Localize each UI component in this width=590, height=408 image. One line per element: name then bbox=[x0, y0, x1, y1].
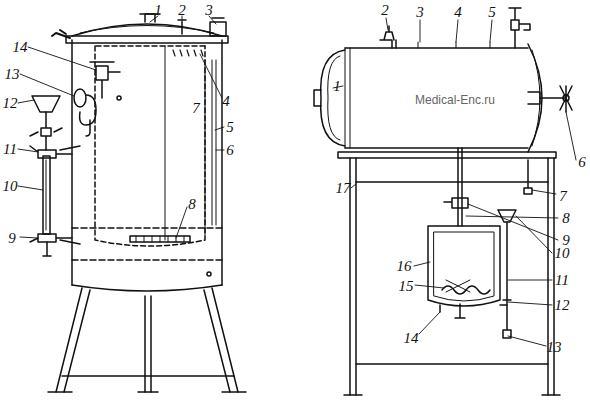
callout-number: 11 bbox=[3, 142, 17, 157]
callout-number: 13 bbox=[547, 340, 562, 355]
callout-number: 17 bbox=[336, 181, 351, 196]
callout-number: 9 bbox=[8, 231, 16, 246]
callout-number: 6 bbox=[226, 143, 234, 158]
callout-number: 1 bbox=[333, 79, 341, 94]
callout-number: 2 bbox=[381, 3, 389, 18]
callout-number: 3 bbox=[205, 2, 213, 17]
callout-number: 2 bbox=[178, 2, 186, 17]
callout-number: 10 bbox=[3, 179, 18, 194]
callout-number: 6 bbox=[578, 155, 586, 170]
callout-number: 5 bbox=[226, 120, 234, 135]
callout-number: 10 bbox=[555, 246, 570, 261]
callout-number: 14 bbox=[13, 40, 28, 55]
callout-number: 5 bbox=[488, 5, 496, 20]
callout-number: 8 bbox=[562, 211, 570, 226]
callout-number: 1 bbox=[154, 2, 162, 17]
callout-number: 8 bbox=[188, 197, 196, 212]
callout-number: 12 bbox=[555, 298, 570, 313]
watermark: Medical-Enc.ru bbox=[413, 94, 497, 106]
callout-number: 4 bbox=[454, 5, 462, 20]
leader-lines-left bbox=[18, 16, 224, 238]
callout-number: 3 bbox=[416, 5, 424, 20]
callout-number: 12 bbox=[3, 96, 18, 111]
callout-number: 7 bbox=[559, 189, 567, 204]
callout-number: 16 bbox=[397, 259, 412, 274]
leader-lines-right bbox=[333, 18, 576, 346]
callout-number: 15 bbox=[399, 279, 414, 294]
callout-number: 7 bbox=[192, 101, 200, 116]
callout-number: 4 bbox=[222, 94, 230, 109]
horizontal-autoclave bbox=[314, 8, 572, 395]
callout-number: 13 bbox=[5, 67, 20, 82]
callout-number: 14 bbox=[404, 331, 419, 346]
callout-number: 11 bbox=[555, 273, 569, 288]
vertical-autoclave bbox=[30, 14, 246, 392]
